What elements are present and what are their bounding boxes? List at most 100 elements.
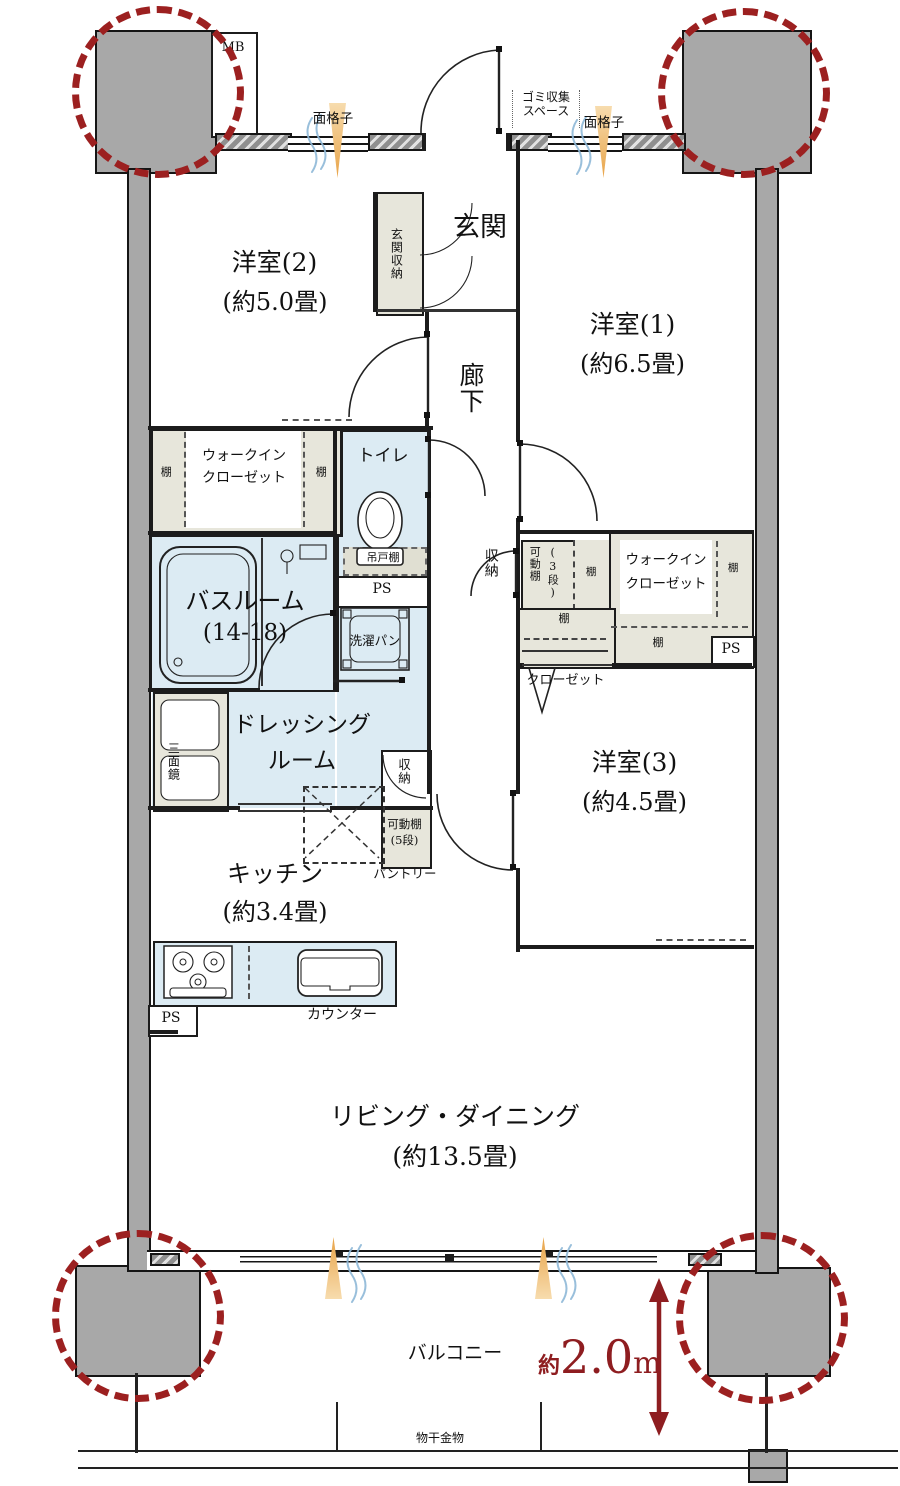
garbage-space-line2: スペース bbox=[522, 104, 570, 119]
sliding-door-line bbox=[238, 803, 332, 805]
movable-shelf5-label2: (5段) bbox=[390, 833, 419, 847]
pipe-space-label: PS bbox=[372, 581, 392, 597]
bedroom2-door-arc bbox=[348, 336, 429, 418]
shelf-dashed-line bbox=[184, 432, 186, 527]
kitchen-door-arc bbox=[436, 793, 514, 871]
pillar-highlight-circle-bl bbox=[52, 1230, 224, 1402]
shelf-label: 棚 bbox=[726, 562, 739, 574]
pipe-space-box bbox=[337, 576, 431, 608]
dim-unit: m bbox=[633, 1346, 662, 1381]
window-latch bbox=[334, 1252, 343, 1257]
cabinet-door-arc bbox=[419, 255, 473, 309]
shelf-label: 棚 bbox=[314, 466, 328, 478]
opening-dashed bbox=[282, 419, 352, 421]
wall bbox=[333, 430, 337, 690]
balcony-rail-line bbox=[78, 1467, 898, 1469]
top-wall-segment bbox=[368, 133, 426, 151]
shelf-dashed-line bbox=[524, 638, 606, 640]
pantry-label: パントリー bbox=[373, 866, 437, 881]
dressing-label2: ルーム bbox=[267, 748, 337, 774]
shelf-label: 棚 bbox=[558, 612, 570, 625]
wic-right-label1: ウォークイン bbox=[625, 552, 707, 568]
wall bbox=[425, 312, 429, 336]
wall bbox=[330, 806, 433, 810]
window-bedroom2 bbox=[288, 136, 368, 152]
closet-line bbox=[522, 650, 608, 652]
window-bedroom1 bbox=[548, 136, 622, 152]
wic-left-inner bbox=[186, 431, 301, 528]
entrance-label: 玄関 bbox=[453, 212, 507, 243]
vanity-box bbox=[153, 692, 229, 812]
shelf-label: 棚 bbox=[159, 466, 173, 478]
sliding-door-line bbox=[238, 810, 332, 812]
movable-shelf5-box bbox=[381, 808, 432, 869]
bedroom3-size: (約4.5畳) bbox=[582, 788, 687, 816]
bedroom1-size: (約6.5畳) bbox=[580, 350, 685, 378]
bedroom2-label: 洋室(2) bbox=[231, 248, 318, 277]
balcony-rail-line bbox=[78, 1450, 898, 1452]
wall bbox=[516, 518, 520, 534]
bedroom2-size: (約5.0畳) bbox=[222, 288, 328, 316]
wic-left-label1: ウォークイン bbox=[202, 448, 286, 464]
garbage-space-line1: ゴミ収集 bbox=[521, 90, 570, 104]
pillar-highlight-circle-tl bbox=[72, 6, 244, 178]
refrigerator-space bbox=[303, 786, 385, 864]
entrance-door-arc bbox=[420, 49, 500, 134]
balcony-depth-dimension: 約2.0m bbox=[538, 1330, 662, 1384]
grille-label: 面格子 bbox=[583, 115, 625, 131]
living-dining-label: リビング・ダイニング bbox=[329, 1102, 580, 1131]
counter-label: カウンター bbox=[307, 1007, 377, 1023]
wall-bedroom1-south bbox=[516, 530, 754, 534]
movable-shelf3-label2: (3段) bbox=[546, 546, 560, 600]
bedroom1-label: 洋室(1) bbox=[589, 310, 676, 339]
shelf-dashed-line bbox=[303, 432, 305, 527]
bath-partition-line bbox=[261, 538, 263, 686]
wall-bedroom1-west bbox=[516, 140, 520, 442]
window-latch bbox=[544, 1252, 553, 1257]
counter-dashed-line bbox=[248, 946, 250, 999]
pillar-highlight-circle-br bbox=[676, 1232, 848, 1404]
drying-hardware-label: 物干金物 bbox=[405, 1431, 475, 1446]
movable-shelf3-label1: 可動棚 bbox=[528, 546, 542, 582]
entrance-storage-box bbox=[376, 192, 424, 316]
wic-right-inner bbox=[620, 540, 712, 614]
bedroom1-door-arc bbox=[519, 443, 598, 522]
hanging-wall-dashed bbox=[656, 939, 746, 941]
pipe-space-label: PS bbox=[721, 641, 741, 657]
balcony-divider-line bbox=[135, 1373, 138, 1453]
outer-wall-right bbox=[755, 168, 779, 1274]
hanging-cupboard-label: 吊戸棚 bbox=[366, 551, 400, 564]
wall bbox=[148, 531, 337, 535]
wic-right-label2: クローゼット bbox=[625, 576, 707, 592]
hall-storage-label: 収納 bbox=[482, 548, 499, 578]
dressing-storage-label: 収納 bbox=[396, 758, 411, 785]
grille-label: 面格子 bbox=[312, 111, 354, 127]
wall bbox=[427, 430, 431, 442]
corridor-label: 廊下 bbox=[456, 362, 485, 414]
wall-bedroom3-west bbox=[516, 868, 520, 952]
dim-prefix: 約 bbox=[538, 1353, 561, 1379]
living-dining-size: (約13.5畳) bbox=[392, 1142, 518, 1171]
movable-shelf5-label1: 可動棚 bbox=[387, 817, 422, 831]
shelf-label: 棚 bbox=[652, 636, 664, 649]
outer-wall-left bbox=[127, 168, 151, 1272]
bathroom-size: (14-18) bbox=[202, 620, 288, 646]
pipe-space-box bbox=[711, 636, 755, 668]
bathroom-label: バスルーム bbox=[185, 587, 305, 615]
wall-bath-south bbox=[148, 688, 260, 692]
kitchen-label: キッチン bbox=[227, 860, 323, 888]
wall bbox=[148, 426, 433, 430]
shelf-label: 棚 bbox=[584, 566, 597, 578]
bedroom3-label: 洋室(3) bbox=[591, 748, 678, 777]
entrance-jamb bbox=[506, 133, 510, 151]
toilet-label: トイレ bbox=[357, 446, 409, 466]
dressing-label1: ドレッシング bbox=[233, 712, 371, 738]
rail-tick bbox=[540, 1402, 542, 1452]
vanity-label: 三面鏡 bbox=[166, 742, 181, 781]
shelf-dashed-line bbox=[716, 541, 718, 617]
closet-folding-door-line bbox=[522, 664, 614, 666]
wall-bedroom3-west bbox=[516, 667, 520, 794]
pillar-highlight-circle-tr bbox=[658, 8, 830, 178]
laundry-pan-label: 洗濯パン bbox=[349, 633, 401, 648]
